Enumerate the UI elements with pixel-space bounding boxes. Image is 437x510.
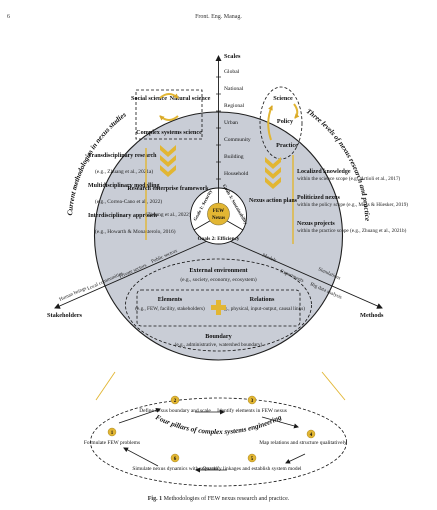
step-1-text: Formulate FEW problems: [84, 440, 140, 446]
method-interdisciplinary-title: Interdisciplinary approach: [88, 213, 158, 219]
step-4-badge: [306, 429, 316, 439]
step-2-text: Define nexus boundary and scale: [139, 407, 211, 414]
caption-label: Fig. 1: [148, 496, 162, 502]
journal-name: Front. Eng. Manag.: [195, 14, 242, 20]
step-4-number: 4: [310, 433, 313, 438]
nexus-label: Nexus: [212, 216, 225, 221]
process-ellipse: [90, 397, 347, 487]
elements-text: (e.g., FEW, facility, stakeholders): [135, 305, 205, 312]
step-5-number: 5: [251, 457, 254, 462]
action-plans-title: Nexus action plans: [249, 198, 298, 204]
step-3-number: 3: [251, 399, 254, 404]
figure-caption: Fig. 1 Methodologies of FEW nexus resear…: [148, 495, 290, 502]
cycle-arrow-bottom-icon: [159, 115, 179, 121]
natural-science-label: Natural science: [170, 95, 211, 102]
method-transdisciplinary-ref: (e.g., Zhuang et al., 2021a): [95, 168, 153, 175]
scale-levels: GlobalNationalRegionalUrbanCommunityBuil…: [224, 69, 251, 177]
models-label: Models: [261, 253, 277, 264]
few-label: FEW: [213, 209, 224, 214]
external-environment-text: (e.g., society, economy, ecosystem): [180, 276, 256, 283]
scale-level-global: Global: [224, 69, 240, 75]
boundary-ellipse: [125, 258, 312, 352]
plus-icon: [211, 300, 226, 315]
boundary-title: Boundary: [205, 333, 232, 340]
chevron-down-icon: [160, 145, 176, 177]
cycle-arrow-top-icon: [159, 93, 179, 99]
step-3-badge: [247, 395, 257, 405]
step-6-text: Simulate nexus dynamics with scenario: [132, 466, 218, 472]
process-arrows: [118, 407, 306, 473]
methods-axis: [218, 235, 383, 309]
framework-title: Research enterprise framework: [127, 186, 209, 192]
step-6-number: 6: [174, 457, 177, 462]
relations-title: Relations: [250, 296, 275, 303]
scale-level-urban: Urban: [224, 120, 238, 126]
cycle-arrow-left-icon: [267, 105, 273, 141]
complex-systems-label: Complex systems science: [136, 129, 202, 136]
science-label: Science: [273, 95, 293, 102]
localized-knowledge-title: Localized knowledge: [297, 169, 351, 175]
social-science-label: Social science: [131, 95, 167, 102]
elements-relations-box: [136, 289, 301, 327]
scale-level-household: Household: [224, 171, 248, 177]
relations-text: (e.g., physical, input-output, causal li…: [219, 305, 305, 312]
step-1-number: 1: [111, 431, 114, 436]
chevron-down-icon: [265, 157, 281, 189]
elements-title: Elements: [158, 296, 183, 303]
step-3-text: Identify elements in FEW nexus: [217, 407, 287, 414]
cycle-arrow-right-icon: [293, 103, 300, 119]
step-5-badge: [247, 453, 257, 463]
nexus-projects-title: Nexus projects: [297, 221, 335, 227]
step-6-badge: [170, 453, 180, 463]
politicized-nexus-text: within the policy scope (e.g., Moss & Hü…: [297, 201, 408, 208]
framework-ref: (Zhuang et al., 2022): [145, 211, 191, 218]
caption-text: Methodologies of FEW nexus research and …: [164, 495, 290, 502]
boundary-text: (e.g., administrative, watershed boundar…: [175, 341, 263, 348]
method-transdisciplinary-title: Transdisciplinary research: [88, 153, 157, 159]
scale-ticks: [216, 76, 221, 180]
connector-left: [95, 371, 116, 401]
step-5-text: Quantify linkages and establish system m…: [203, 465, 302, 472]
page-number: 6: [7, 14, 10, 20]
step-4-text: Map relations and structure qualitativel…: [259, 440, 347, 446]
science-cycle-box: [135, 89, 203, 140]
method-interdisciplinary-ref: (e.g., Howarth & Monasterolo, 2016): [95, 228, 176, 235]
few-nexus-badge: [207, 202, 230, 226]
stakeholders-label: Stakeholders: [47, 312, 83, 319]
step-1-badge: [107, 427, 117, 437]
nexus-projects-text: within the practice scope (e.g., Zhuang …: [297, 227, 407, 234]
arc-bottom-title: Four pillars of complex systems engineer…: [154, 413, 283, 436]
connector-right: [321, 371, 346, 401]
scales-label: Scales: [224, 53, 241, 60]
localized-knowledge-text: within the science scope (e.g., Artioli …: [297, 175, 401, 182]
policy-label: Policy: [277, 118, 294, 125]
step-2-number: 2: [174, 399, 177, 404]
goal-efficiency: Goals 2: Efficiency: [198, 236, 240, 242]
stakeholders-axis: [54, 235, 219, 309]
scale-level-community: Community: [224, 137, 251, 143]
politicized-nexus-title: Politicized nexus: [297, 195, 340, 201]
scale-level-building: Building: [224, 154, 244, 160]
scale-level-regional: Regional: [224, 103, 245, 109]
scale-level-national: National: [224, 86, 244, 92]
practice-label: Practice: [276, 142, 298, 149]
method-multidisciplinary-title: Multidisciplinary modelling: [88, 183, 160, 189]
external-environment-title: External environment: [189, 267, 248, 274]
method-multidisciplinary-ref: (e.g., Correa-Cano et al., 2022): [95, 198, 162, 205]
step-2-badge: [170, 395, 180, 405]
methods-label: Methods: [360, 312, 384, 319]
